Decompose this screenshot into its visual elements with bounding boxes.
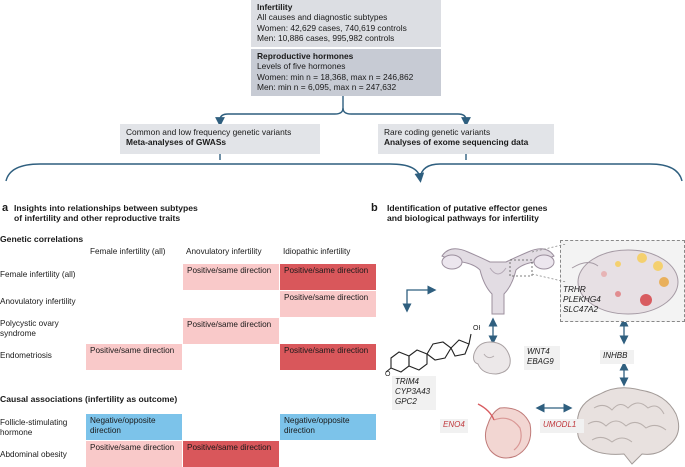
row-label-fsh-line2: hormone <box>0 428 33 438</box>
hydroxyl-label: OH <box>473 325 480 332</box>
row-label-fsh: Follicle-stimulating hormone <box>0 418 67 438</box>
genetic-correlations-heading: Genetic correlations <box>0 234 84 244</box>
gene-plekhg4: PLEKHG4 <box>563 295 601 304</box>
ovary-icon <box>571 249 679 315</box>
steroid-molecule-icon: OH O <box>385 325 480 376</box>
gene-wnt4: WNT4 <box>527 347 550 356</box>
row-label-pcos-line2: syndrome <box>0 329 36 339</box>
cell-fsh-female-all: Negative/opposite direction <box>86 414 182 440</box>
method-gwas-line2: Meta-analyses of GWASs <box>126 137 227 148</box>
gene-ebag9: EBAG9 <box>527 357 554 366</box>
embryo-gene-box: WNT4 EBAG9 <box>524 346 560 370</box>
cell-endometriosis-idiopathic: Positive/same direction <box>280 344 376 370</box>
gene-trhr: TRHR <box>563 285 586 294</box>
cell-female-all-anovulatory: Positive/same direction <box>183 264 279 290</box>
method-exome-box: Rare coding genetic variants Analyses of… <box>378 124 554 154</box>
row-label-pcos: Polycystic ovary syndrome <box>0 319 59 339</box>
steroid-gene-box: TRIM4 CYP3A43 GPC2 <box>392 376 436 410</box>
column-header-idiopathic: Idiopathic infertility <box>283 247 351 256</box>
method-exome-line1: Rare coding genetic variants <box>384 127 491 137</box>
brain-icon <box>576 387 680 465</box>
causal-heading: Causal associations (infertility as outc… <box>0 394 178 404</box>
panel-b-title-line1: Identification of putative effector gene… <box>387 203 548 213</box>
gene-eno4-box: ENO4 <box>440 419 468 433</box>
column-header-anovulatory: Anovulatory infertility <box>186 247 262 256</box>
cell-pcos-anovulatory: Positive/same direction <box>183 318 279 344</box>
infertility-title: Infertility <box>257 2 293 12</box>
column-header-female-all: Female infertility (all) <box>90 247 166 256</box>
gene-inhbb-box: INHBB <box>600 350 634 364</box>
gene-trim4: TRIM4 <box>395 377 419 386</box>
gene-umodl1: UMODL1 <box>543 420 577 429</box>
gene-slc47a2: SLC47A2 <box>563 305 599 314</box>
gene-gpc2: GPC2 <box>395 397 417 406</box>
panel-a-title-line1: Insights into relationships between subt… <box>14 203 198 213</box>
row-label-female-all: Female infertility (all) <box>0 270 76 279</box>
hormones-box: Reproductive hormones Levels of five hor… <box>251 49 441 96</box>
cell-female-all-idiopathic: Positive/same direction <box>280 264 376 290</box>
gene-eno4: ENO4 <box>443 420 465 429</box>
zoom-connector <box>531 244 567 283</box>
method-gwas-box: Common and low frequency genetic variant… <box>120 124 320 154</box>
cell-fsh-idiopathic: Negative/opposite direction <box>280 414 376 440</box>
row-label-abdominal-obesity: Abdominal obesity <box>0 450 67 459</box>
keto-label: O <box>385 371 391 376</box>
panel-b-title-line2: and biological pathways for infertility <box>387 213 539 223</box>
panel-b-letter: b <box>371 202 378 214</box>
panel-a-title-line2: of infertility and other reproductive tr… <box>14 213 181 223</box>
gene-inhbb: INHBB <box>603 351 628 360</box>
gene-cyp3a43: CYP3A43 <box>395 387 431 396</box>
hormones-line2: Women: min n = 18,368, max n = 246,862 <box>257 71 414 82</box>
infertility-line2: Women: 42,629 cases, 740,619 controls <box>257 22 407 33</box>
row-label-pcos-line1: Polycystic ovary <box>0 319 59 328</box>
infertility-line1: All causes and diagnostic subtypes <box>257 12 388 23</box>
row-label-fsh-line1: Follicle-stimulating <box>0 418 68 427</box>
cell-obesity-female-all: Positive/same direction <box>86 441 182 467</box>
uterus-icon <box>441 248 555 315</box>
panel-a-letter: a <box>2 202 9 214</box>
cell-anovulatory-idiopathic: Positive/same direction <box>280 291 376 317</box>
cell-obesity-anovulatory: Positive/same direction <box>183 441 279 467</box>
cell-endometriosis-female-all: Positive/same direction <box>86 344 182 370</box>
row-label-anovulatory: Anovulatory infertility <box>0 297 76 306</box>
hormones-line3: Men: min n = 6,095, max n = 247,632 <box>257 82 397 93</box>
method-gwas-line1: Common and low frequency genetic variant… <box>126 127 292 137</box>
gene-umodl1-box: UMODL1 <box>540 419 584 433</box>
infertility-line3: Men: 10,886 cases, 995,982 controls <box>257 33 395 44</box>
row-label-endometriosis: Endometriosis <box>0 351 52 360</box>
embryo-icon <box>473 341 511 375</box>
hormones-line1: Levels of five hormones <box>257 61 346 72</box>
infertility-box: Infertility All causes and diagnostic su… <box>251 0 441 47</box>
testis-icon <box>477 403 532 459</box>
method-exome-line2: Analyses of exome sequencing data <box>384 137 529 148</box>
hormones-title: Reproductive hormones <box>257 51 354 61</box>
